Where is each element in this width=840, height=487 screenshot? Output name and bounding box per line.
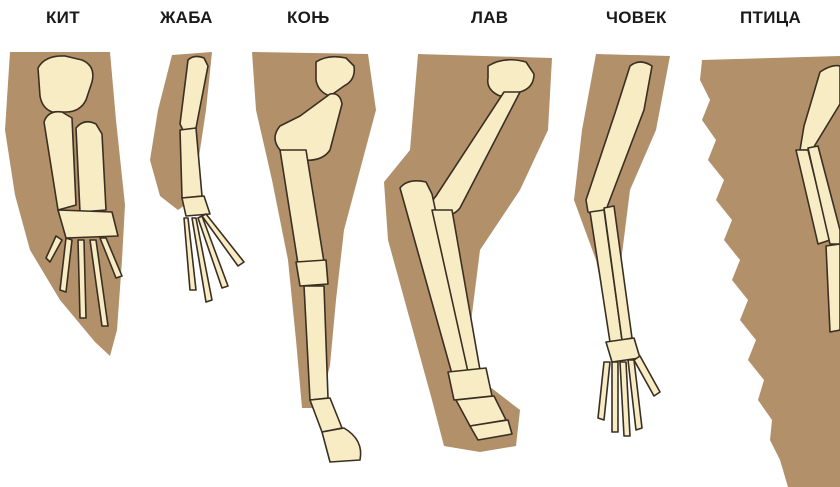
- human-carpals: [606, 338, 640, 362]
- frog-carpals: [182, 196, 210, 216]
- horse-pastern: [310, 398, 342, 432]
- horse-carpals: [296, 260, 328, 286]
- frog-limb: [150, 52, 244, 302]
- lion-carpals: [448, 368, 492, 400]
- human-digit-3: [620, 362, 630, 436]
- bird-limb: [700, 56, 840, 487]
- human-limb: [574, 54, 670, 436]
- human-digit-1: [598, 362, 610, 420]
- whale-limb: [5, 52, 125, 356]
- whale-digit-3: [78, 240, 86, 318]
- lion-limb: [384, 54, 552, 452]
- horse-hoof: [322, 428, 361, 462]
- horse-limb: [252, 52, 376, 462]
- whale-carpals: [58, 210, 118, 238]
- human-digit-2: [612, 362, 618, 432]
- whale-ulna: [76, 122, 106, 212]
- whale-humerus: [38, 56, 93, 112]
